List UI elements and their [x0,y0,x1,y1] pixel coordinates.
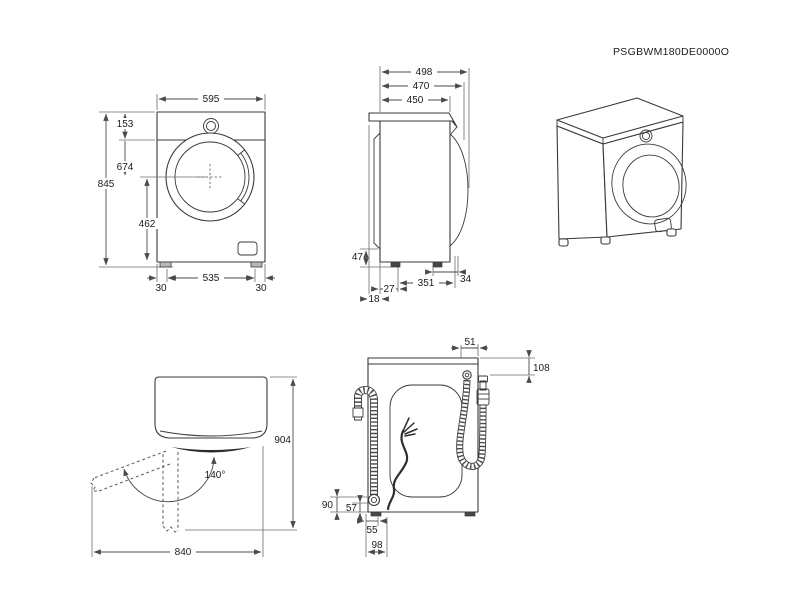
persp-door-inner [622,154,680,218]
dim-back-drain-b: 57 [346,503,358,514]
side-foot-front [432,261,443,268]
top-door-open-90 [162,452,179,533]
top-door-swing-arc [123,456,217,503]
persp-front-panel [602,121,684,238]
inlet-hose [456,370,490,470]
dim-back-inlet-drop: 108 [533,363,550,374]
dim-front-foot-left: 30 [155,283,167,294]
top-door-open-140 [90,450,171,492]
side-back-panel [373,132,381,250]
top-door-closed-edge [171,447,251,453]
dim-top-width-open: 840 [175,547,192,558]
back-foot-right [464,511,476,517]
dim-side-depth-max: 498 [416,67,433,78]
dim-front-panel-height: 153 [117,119,134,130]
dim-side-clearance: 47 [352,252,364,263]
power-cord [386,417,418,511]
dim-front-center-bottom: 462 [139,219,156,230]
persp-foot-3 [666,228,677,237]
dim-side-feet-spacing: 351 [418,278,435,289]
side-worktop [368,112,458,128]
drain-hose-end [352,407,364,418]
inlet-hose-connector [476,388,490,406]
front-filter-door [237,241,258,256]
product-code: PSGBWM180DE0000O [613,46,729,58]
side-foot-rear [390,261,401,268]
dim-top-door-angle: 140° [205,470,226,481]
dim-front-feet-spacing: 535 [203,273,220,284]
front-foot-right [250,261,263,268]
dim-back-hose-b: 98 [371,540,383,551]
dim-side-rear-foot: 27 [383,284,395,295]
dim-side-depth-body: 450 [407,95,424,106]
dim-top-depth-open: 904 [274,435,291,446]
dim-back-drain-a: 90 [322,500,334,511]
dim-side-rear-overhang: 18 [368,294,380,305]
back-foot-left [370,511,382,517]
dim-back-hose-a: 55 [366,525,378,536]
front-view: 595 845 153 674 462 535 30 30 [95,93,275,294]
front-door-handle [240,152,250,202]
side-door-bulge [449,133,469,247]
persp-knob [639,129,653,143]
perspective-view [556,97,687,247]
dim-front-foot-right: 30 [255,283,267,294]
persp-foot-2 [600,236,611,245]
side-view: 498 470 450 47 34 351 27 18 [352,66,472,305]
drain-hose-outlet [367,493,381,507]
dim-front-width: 595 [203,94,220,105]
dim-front-total-height: 845 [98,179,115,190]
top-cabinet [154,376,268,439]
inlet-hose-port [462,370,472,380]
persp-door-outer [611,143,687,225]
persp-foot-1 [558,238,569,247]
front-foot-left [159,261,172,268]
dim-back-inlet-offset: 51 [464,337,476,348]
back-view: 51 108 90 57 55 98 [322,337,550,557]
dim-side-front-foot: 34 [460,274,472,285]
top-view: 140° 904 840 [90,376,297,558]
drain-hose [352,385,381,507]
dim-front-center-top: 674 [117,162,134,173]
dim-side-depth-door: 470 [413,81,430,92]
side-cabinet [379,120,451,263]
persp-filter-door [654,217,672,233]
